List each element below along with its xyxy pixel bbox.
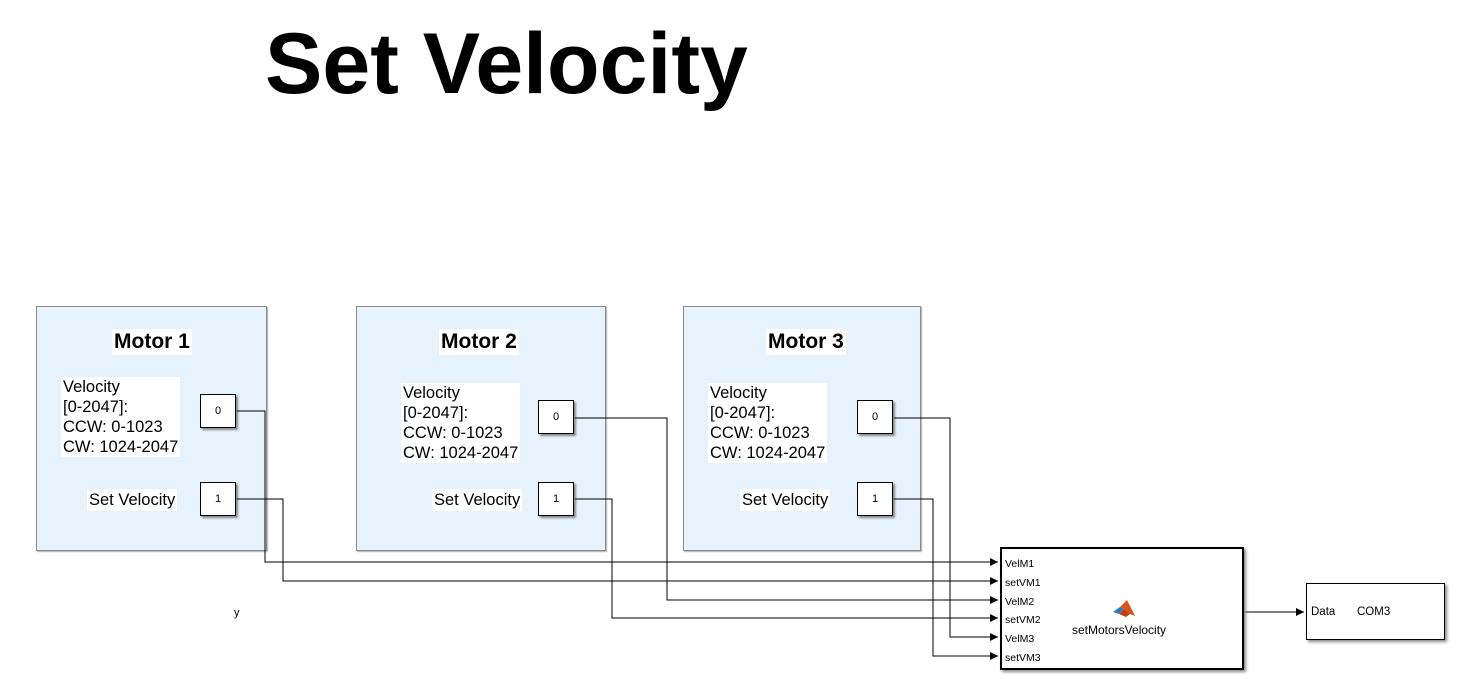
serial-port-label: COM3 <box>1357 606 1391 618</box>
signal-line-setvm3[interactable] <box>894 498 998 660</box>
set-velocity-label: Set Velocity <box>432 489 523 511</box>
input-port-label: VelM3 <box>1005 633 1035 645</box>
signal-line-velm3[interactable] <box>894 417 998 641</box>
area-title: Motor 1 <box>112 329 192 355</box>
signal-line-setvm1[interactable] <box>237 498 998 585</box>
inport-velocity-m1[interactable]: 0 <box>200 394 236 428</box>
input-port-label: setVM3 <box>1005 652 1041 664</box>
output-port-label: y <box>234 607 240 619</box>
inport-velocity-m2[interactable]: 0 <box>538 400 574 434</box>
inport-set-velocity-m3[interactable]: 1 <box>857 482 893 516</box>
diagram-title: Set Velocity <box>265 16 748 112</box>
input-port-label: VelM1 <box>1005 558 1035 570</box>
function-block-name: setMotorsVelocity <box>1072 623 1167 637</box>
set-velocity-label: Set Velocity <box>87 489 178 511</box>
velocity-annotation: Velocity [0-2047]: CCW: 0-1023 CW: 1024-… <box>61 377 181 457</box>
area-title: Motor 2 <box>439 329 519 355</box>
matlab-function-icon <box>1113 600 1135 617</box>
area-title: Motor 3 <box>766 329 846 355</box>
input-port-label: setVM2 <box>1005 614 1041 626</box>
inport-velocity-m3[interactable]: 0 <box>857 400 893 434</box>
signal-line-setvm2[interactable] <box>575 498 998 622</box>
signal-line-velm2[interactable] <box>575 417 998 604</box>
motor-1-area[interactable]: Motor 1 Velocity [0-2047]: CCW: 0-1023 C… <box>36 306 267 551</box>
velocity-annotation: Velocity [0-2047]: CCW: 0-1023 CW: 1024-… <box>401 383 521 463</box>
velocity-annotation: Velocity [0-2047]: CCW: 0-1023 CW: 1024-… <box>708 383 828 463</box>
set-velocity-label: Set Velocity <box>740 489 831 511</box>
inport-set-velocity-m1[interactable]: 1 <box>200 482 236 516</box>
serial-input-label: Data <box>1311 606 1336 618</box>
serial-send-block[interactable]: Data COM3 <box>1306 583 1445 640</box>
inport-set-velocity-m2[interactable]: 1 <box>538 482 574 516</box>
signal-line-velm1[interactable] <box>237 410 998 566</box>
input-port-label: VelM2 <box>1005 596 1035 608</box>
input-port-label: setVM1 <box>1005 577 1041 589</box>
setmotorsvelocity-block[interactable]: VelM1 setVM1 VelM2 setVM2 VelM3 setVM3 s… <box>1000 547 1244 670</box>
